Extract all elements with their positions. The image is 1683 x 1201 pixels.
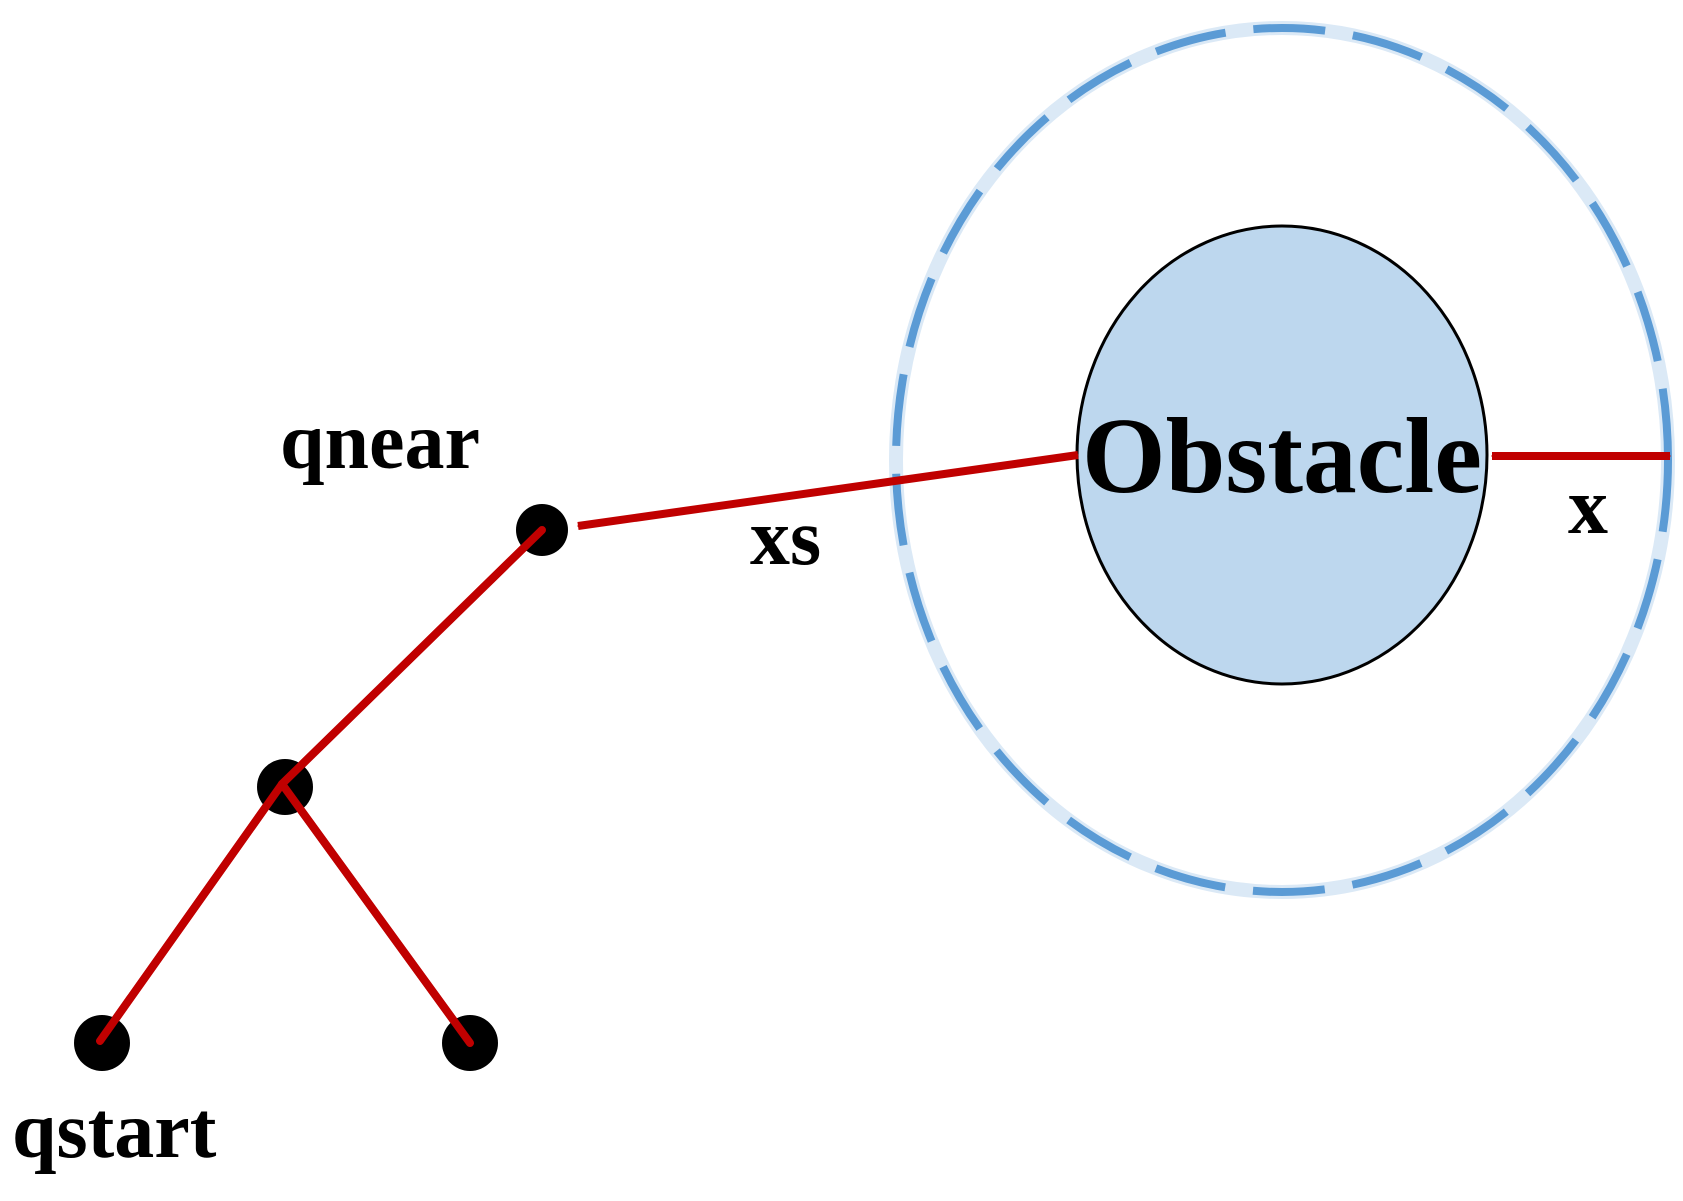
edge-overlay-2 (96, 780, 286, 1045)
tree-nodes (74, 504, 568, 1071)
safety-distance-arrow-icon (578, 451, 1078, 530)
qnear-label: qnear (280, 398, 480, 486)
tree-edges (96, 526, 546, 1047)
edge-overlay-3 (278, 780, 474, 1047)
obstacle-label: Obstacle (1082, 397, 1482, 516)
edge-overlay-1 (278, 526, 546, 788)
tree-edges-overlay (96, 526, 546, 1047)
margin-label: x (1568, 463, 1608, 551)
safety-distance-label: xs (750, 494, 821, 582)
qstart-label: qstart (12, 1087, 217, 1175)
